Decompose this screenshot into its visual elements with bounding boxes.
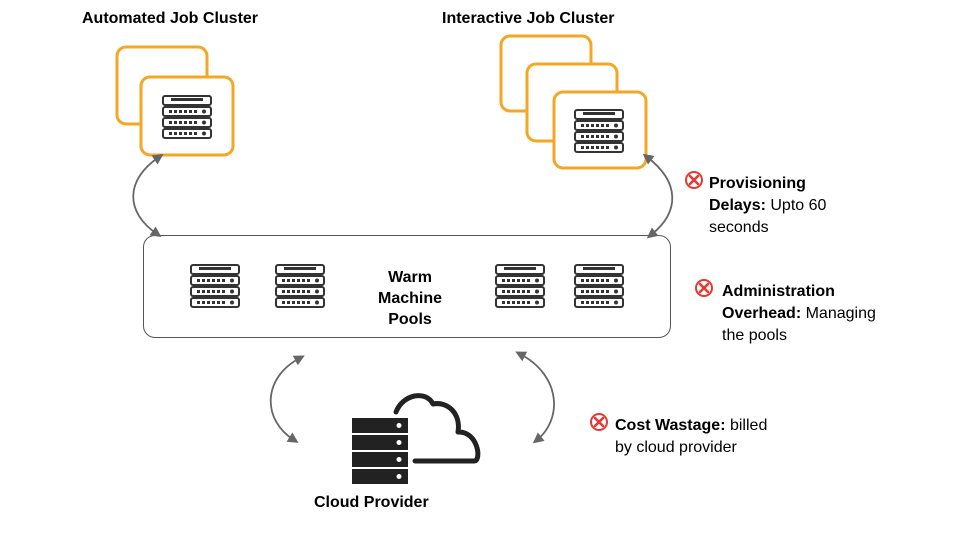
note-heading: Provisioning xyxy=(709,175,806,192)
note-text: billed xyxy=(725,417,768,434)
note-text: seconds xyxy=(709,219,769,236)
error-icon xyxy=(695,279,713,297)
server-icon xyxy=(162,95,212,139)
cloud-icon xyxy=(393,393,481,464)
pool-label-line: Pools xyxy=(388,311,432,328)
note-cost-wastage: Cost Wastage: billed by cloud provider xyxy=(615,415,767,459)
pool-label-line: Warm xyxy=(388,269,432,286)
arrow-automated-pool xyxy=(132,153,164,238)
server-icon xyxy=(495,264,545,308)
arrow-cloud-pool-right xyxy=(515,351,555,444)
note-heading: Overhead: xyxy=(722,305,802,322)
server-icon xyxy=(190,264,240,308)
server-icon xyxy=(275,264,325,308)
note-provisioning-delays: Provisioning Delays: Upto 60 seconds xyxy=(709,173,826,239)
error-icon xyxy=(685,171,703,189)
cloud-provider-label: Cloud Provider xyxy=(314,494,429,511)
server-icon xyxy=(574,264,624,308)
connector-arrows xyxy=(132,153,674,444)
note-text: Managing xyxy=(801,305,876,322)
note-text: by cloud provider xyxy=(615,439,737,456)
error-icon xyxy=(590,413,608,431)
arrow-interactive-pool xyxy=(642,153,674,239)
note-administration-overhead: Administration Overhead: Managing the po… xyxy=(722,281,876,347)
note-heading: Delays: xyxy=(709,197,766,214)
interactive-cluster-title: Interactive Job Cluster xyxy=(442,10,615,27)
warm-machine-pools-label: Warm Machine Pools xyxy=(360,267,460,330)
automated-cluster-title: Automated Job Cluster xyxy=(82,10,259,27)
pool-label-line: Machine xyxy=(377,290,442,307)
note-text: the pools xyxy=(722,327,787,344)
cloud-provider-icon xyxy=(352,393,481,484)
note-text: Upto 60 xyxy=(765,197,827,214)
arrow-cloud-pool-left xyxy=(269,355,305,443)
note-heading: Cost Wastage: xyxy=(615,417,726,434)
automated-job-cluster xyxy=(115,45,235,157)
interactive-job-cluster xyxy=(499,34,648,170)
server-icon xyxy=(574,109,624,153)
note-heading: Administration xyxy=(722,283,835,300)
server-rack-icon xyxy=(352,418,408,484)
